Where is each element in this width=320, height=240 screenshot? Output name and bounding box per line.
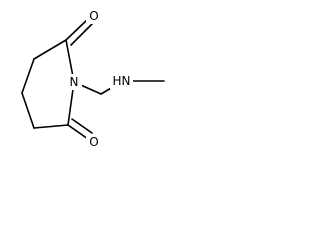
structural-formula: N HN O O	[21, 8, 165, 150]
atom-nh-label: HN	[113, 74, 131, 88]
atom-n-label: N	[70, 75, 79, 89]
bond-c1-o-top-a	[65, 18, 89, 41]
atom-o-top-label: O	[89, 9, 98, 23]
atom-labels: N HN O O	[66, 8, 133, 150]
atom-n-background	[66, 74, 82, 90]
bond-c1-c2	[33, 39, 67, 60]
bond-c3-c4	[21, 92, 35, 129]
atom-nh-background	[110, 73, 133, 89]
bond-c1-o-top-b	[70, 23, 93, 46]
bond-c2-c3	[21, 58, 35, 94]
atom-o-top-background	[86, 8, 102, 24]
atom-o-bottom-background	[86, 134, 102, 150]
bond-c5-o-bottom-b	[71, 118, 93, 134]
bond-c5-o-bottom-a	[67, 124, 89, 140]
atom-o-bottom-label: O	[89, 135, 98, 149]
bond-c4-c5	[33, 124, 69, 129]
bonds	[21, 18, 165, 140]
